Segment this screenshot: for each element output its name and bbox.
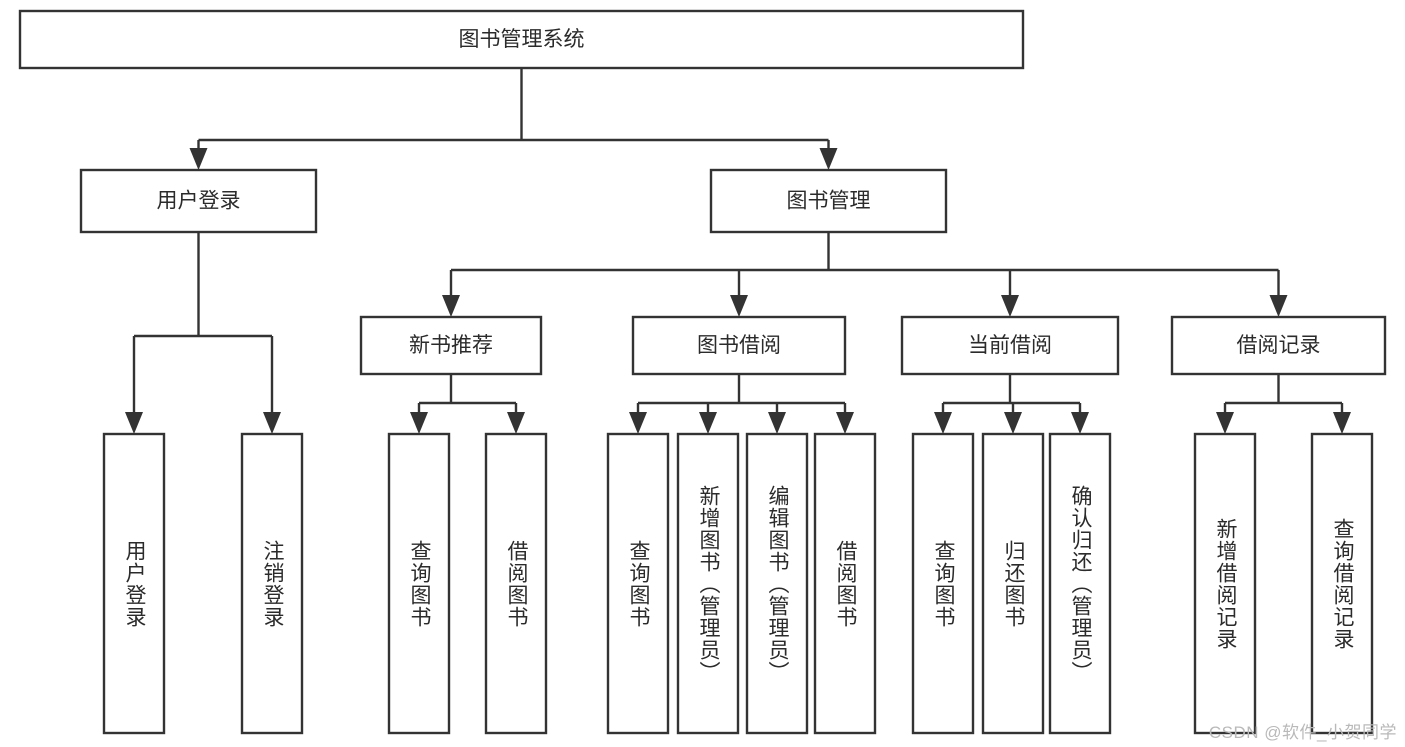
arrow-leaf-query-borrow-record <box>1333 412 1351 434</box>
node-label-borrow-record: 借阅记录 <box>1237 334 1321 357</box>
node-box-new-book-recommend <box>359 315 543 376</box>
node-box-current-borrow <box>900 315 1120 376</box>
node-box-borrow-record <box>1170 315 1387 376</box>
node-box-leaf-borrow-book-1 <box>484 432 548 735</box>
node-label-new-book-recommend: 新书推荐 <box>409 334 493 357</box>
arrow-leaf-user-logout <box>263 412 281 434</box>
node-label-user-login: 用户登录 <box>157 190 241 213</box>
boxes-layer <box>18 9 1387 735</box>
node-box-user-login <box>79 168 318 234</box>
arrow-book-borrow <box>730 295 748 317</box>
arrow-leaf-query-book-3 <box>934 412 952 434</box>
node-box-leaf-confirm-return <box>1048 432 1112 735</box>
node-label-root: 图书管理系统 <box>459 28 585 51</box>
node-box-leaf-query-borrow-record <box>1310 432 1374 735</box>
arrow-borrow-record <box>1269 295 1288 317</box>
connectors-layer <box>125 68 1351 434</box>
node-box-leaf-return-book <box>981 432 1045 735</box>
node-box-leaf-query-book-1 <box>387 432 451 735</box>
arrow-leaf-edit-book <box>768 412 786 434</box>
arrow-leaf-add-borrow-record <box>1216 412 1234 434</box>
arrow-leaf-borrow-book-1 <box>507 412 525 434</box>
node-box-leaf-add-book <box>676 432 740 735</box>
node-box-leaf-user-logout <box>240 432 304 735</box>
arrow-user-login <box>189 148 208 170</box>
node-box-root <box>18 9 1025 70</box>
arrow-leaf-add-book <box>699 412 717 434</box>
watermark: CSDN @软件_小贺同学 <box>1208 723 1397 742</box>
arrow-leaf-borrow-book-2 <box>836 412 854 434</box>
node-box-leaf-user-login <box>102 432 166 735</box>
arrow-leaf-return-book <box>1004 412 1022 434</box>
arrow-leaf-user-login <box>125 412 143 434</box>
node-box-book-management <box>709 168 948 234</box>
node-box-leaf-borrow-book-2 <box>813 432 877 735</box>
node-label-book-management: 图书管理 <box>787 190 871 213</box>
node-box-leaf-query-book-3 <box>911 432 975 735</box>
arrow-leaf-query-book-2 <box>629 412 647 434</box>
arrow-current-borrow <box>1001 295 1019 317</box>
node-label-book-borrow: 图书借阅 <box>697 334 781 357</box>
node-label-current-borrow: 当前借阅 <box>968 334 1052 357</box>
node-box-leaf-query-book-2 <box>606 432 670 735</box>
arrow-book-management <box>819 148 838 170</box>
arrow-new-book-recommend <box>442 295 460 317</box>
node-box-leaf-edit-book <box>745 432 809 735</box>
arrow-leaf-query-book-1 <box>410 412 428 434</box>
node-box-leaf-add-borrow-record <box>1193 432 1257 735</box>
node-box-book-borrow <box>631 315 847 376</box>
arrow-leaf-confirm-return <box>1071 412 1089 434</box>
